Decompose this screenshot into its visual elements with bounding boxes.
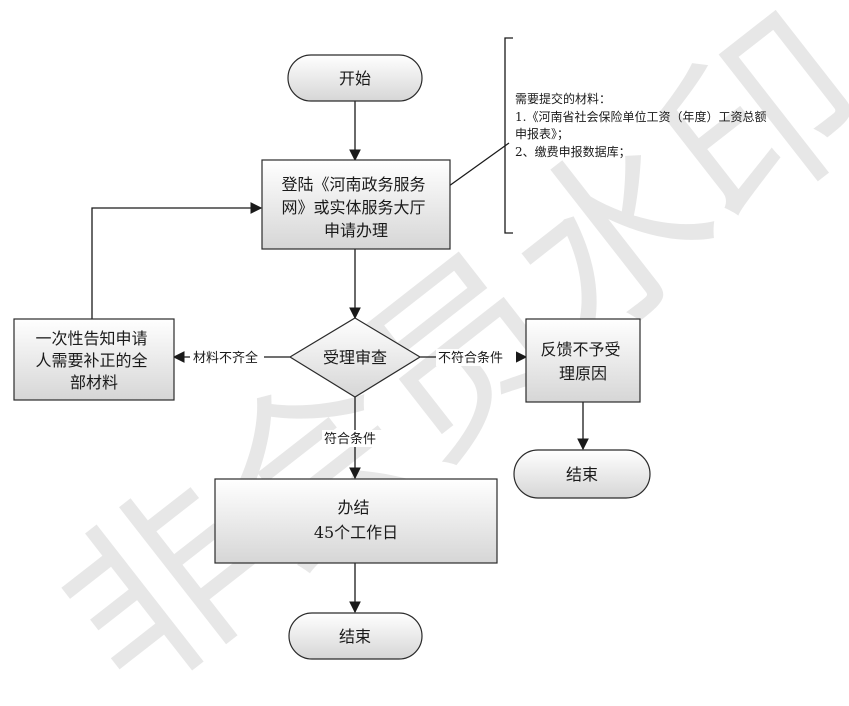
notify-line-1: 一次性告知申请 xyxy=(35,329,147,348)
label-not-qualified: 不符合条件 xyxy=(438,350,503,366)
node-notify: 一次性告知申请 人需要补正的全 部材料 xyxy=(13,318,175,401)
apply-line-2: 网》或实体服务大厅 xyxy=(281,198,425,217)
end-bottom-label: 结束 xyxy=(339,627,371,646)
node-feedback: 反馈不予受 理原因 xyxy=(525,318,641,403)
complete-line-1: 办结 xyxy=(337,498,369,517)
materials-note: 需要提交的材料： 1.《河南省社会保险单位工资（年度）工资总额 申报表》； 2、… xyxy=(515,91,770,159)
notify-line-2: 人需要补正的全 xyxy=(35,351,147,370)
node-apply: 登陆《河南政务服务 网》或实体服务大厅 申请办理 xyxy=(261,159,451,250)
complete-line-2: 45个工作日 xyxy=(314,523,398,542)
apply-line-1: 登陆《河南政务服务 xyxy=(281,175,425,194)
svg-text:结束: 结束 xyxy=(339,627,371,646)
review-label: 受理审查 xyxy=(323,348,387,367)
label-incomplete: 材料不齐全 xyxy=(193,350,258,366)
node-end-right: 结束 xyxy=(513,449,651,499)
feedback-line-1: 反馈不予受 xyxy=(540,340,620,359)
svg-text:办结 45个工作日: 办结 45个工作日 xyxy=(314,498,398,542)
note-item-1: 1.《河南省社会保险单位工资（年度）工资总额 xyxy=(515,109,766,124)
start-label: 开始 xyxy=(339,69,371,88)
end-right-label: 结束 xyxy=(566,465,598,484)
svg-text:结束: 结束 xyxy=(566,465,598,484)
edge-notify-to-apply xyxy=(91,202,263,319)
edge-labels: 材料不齐全 不符合条件 符合条件 xyxy=(190,349,516,447)
svg-text:受理审查: 受理审查 xyxy=(323,348,387,367)
apply-line-3: 申请办理 xyxy=(324,221,388,240)
note-item-1-cont: 申报表》； xyxy=(515,126,569,141)
note-item-2: 2、缴费申报数据库； xyxy=(515,144,631,159)
svg-text:需要提交的材料： 1.《河南省社会保险单位工资（: 需要提交的材料： 1.《河南省社会保险单位工资（年度）工资总额 申报表》； 2、… xyxy=(515,91,770,159)
node-complete: 办结 45个工作日 xyxy=(214,478,498,564)
svg-text:登陆《河南政务服务 网》或实体服务大厅: 登陆《河南政务服务 网》或实体服务大厅 申请办理 xyxy=(281,175,430,240)
note-connector xyxy=(448,142,510,187)
node-start: 开始 xyxy=(287,54,423,102)
label-qualified: 符合条件 xyxy=(324,431,376,447)
notify-line-3: 部材料 xyxy=(70,373,118,392)
svg-text:反馈不予受 理原因: 反馈不予受 理原因 xyxy=(540,340,625,383)
svg-text:开始: 开始 xyxy=(339,69,371,88)
feedback-line-2: 理原因 xyxy=(559,364,607,383)
node-review: 受理审查 xyxy=(288,317,422,398)
node-end-bottom: 结束 xyxy=(288,612,423,660)
note-bracket xyxy=(504,37,513,234)
note-title: 需要提交的材料： xyxy=(515,91,611,106)
svg-text:一次性告知申请 人需要补正的全 部材: 一次性告知申请 人需要补正的全 部材料 xyxy=(35,329,152,392)
